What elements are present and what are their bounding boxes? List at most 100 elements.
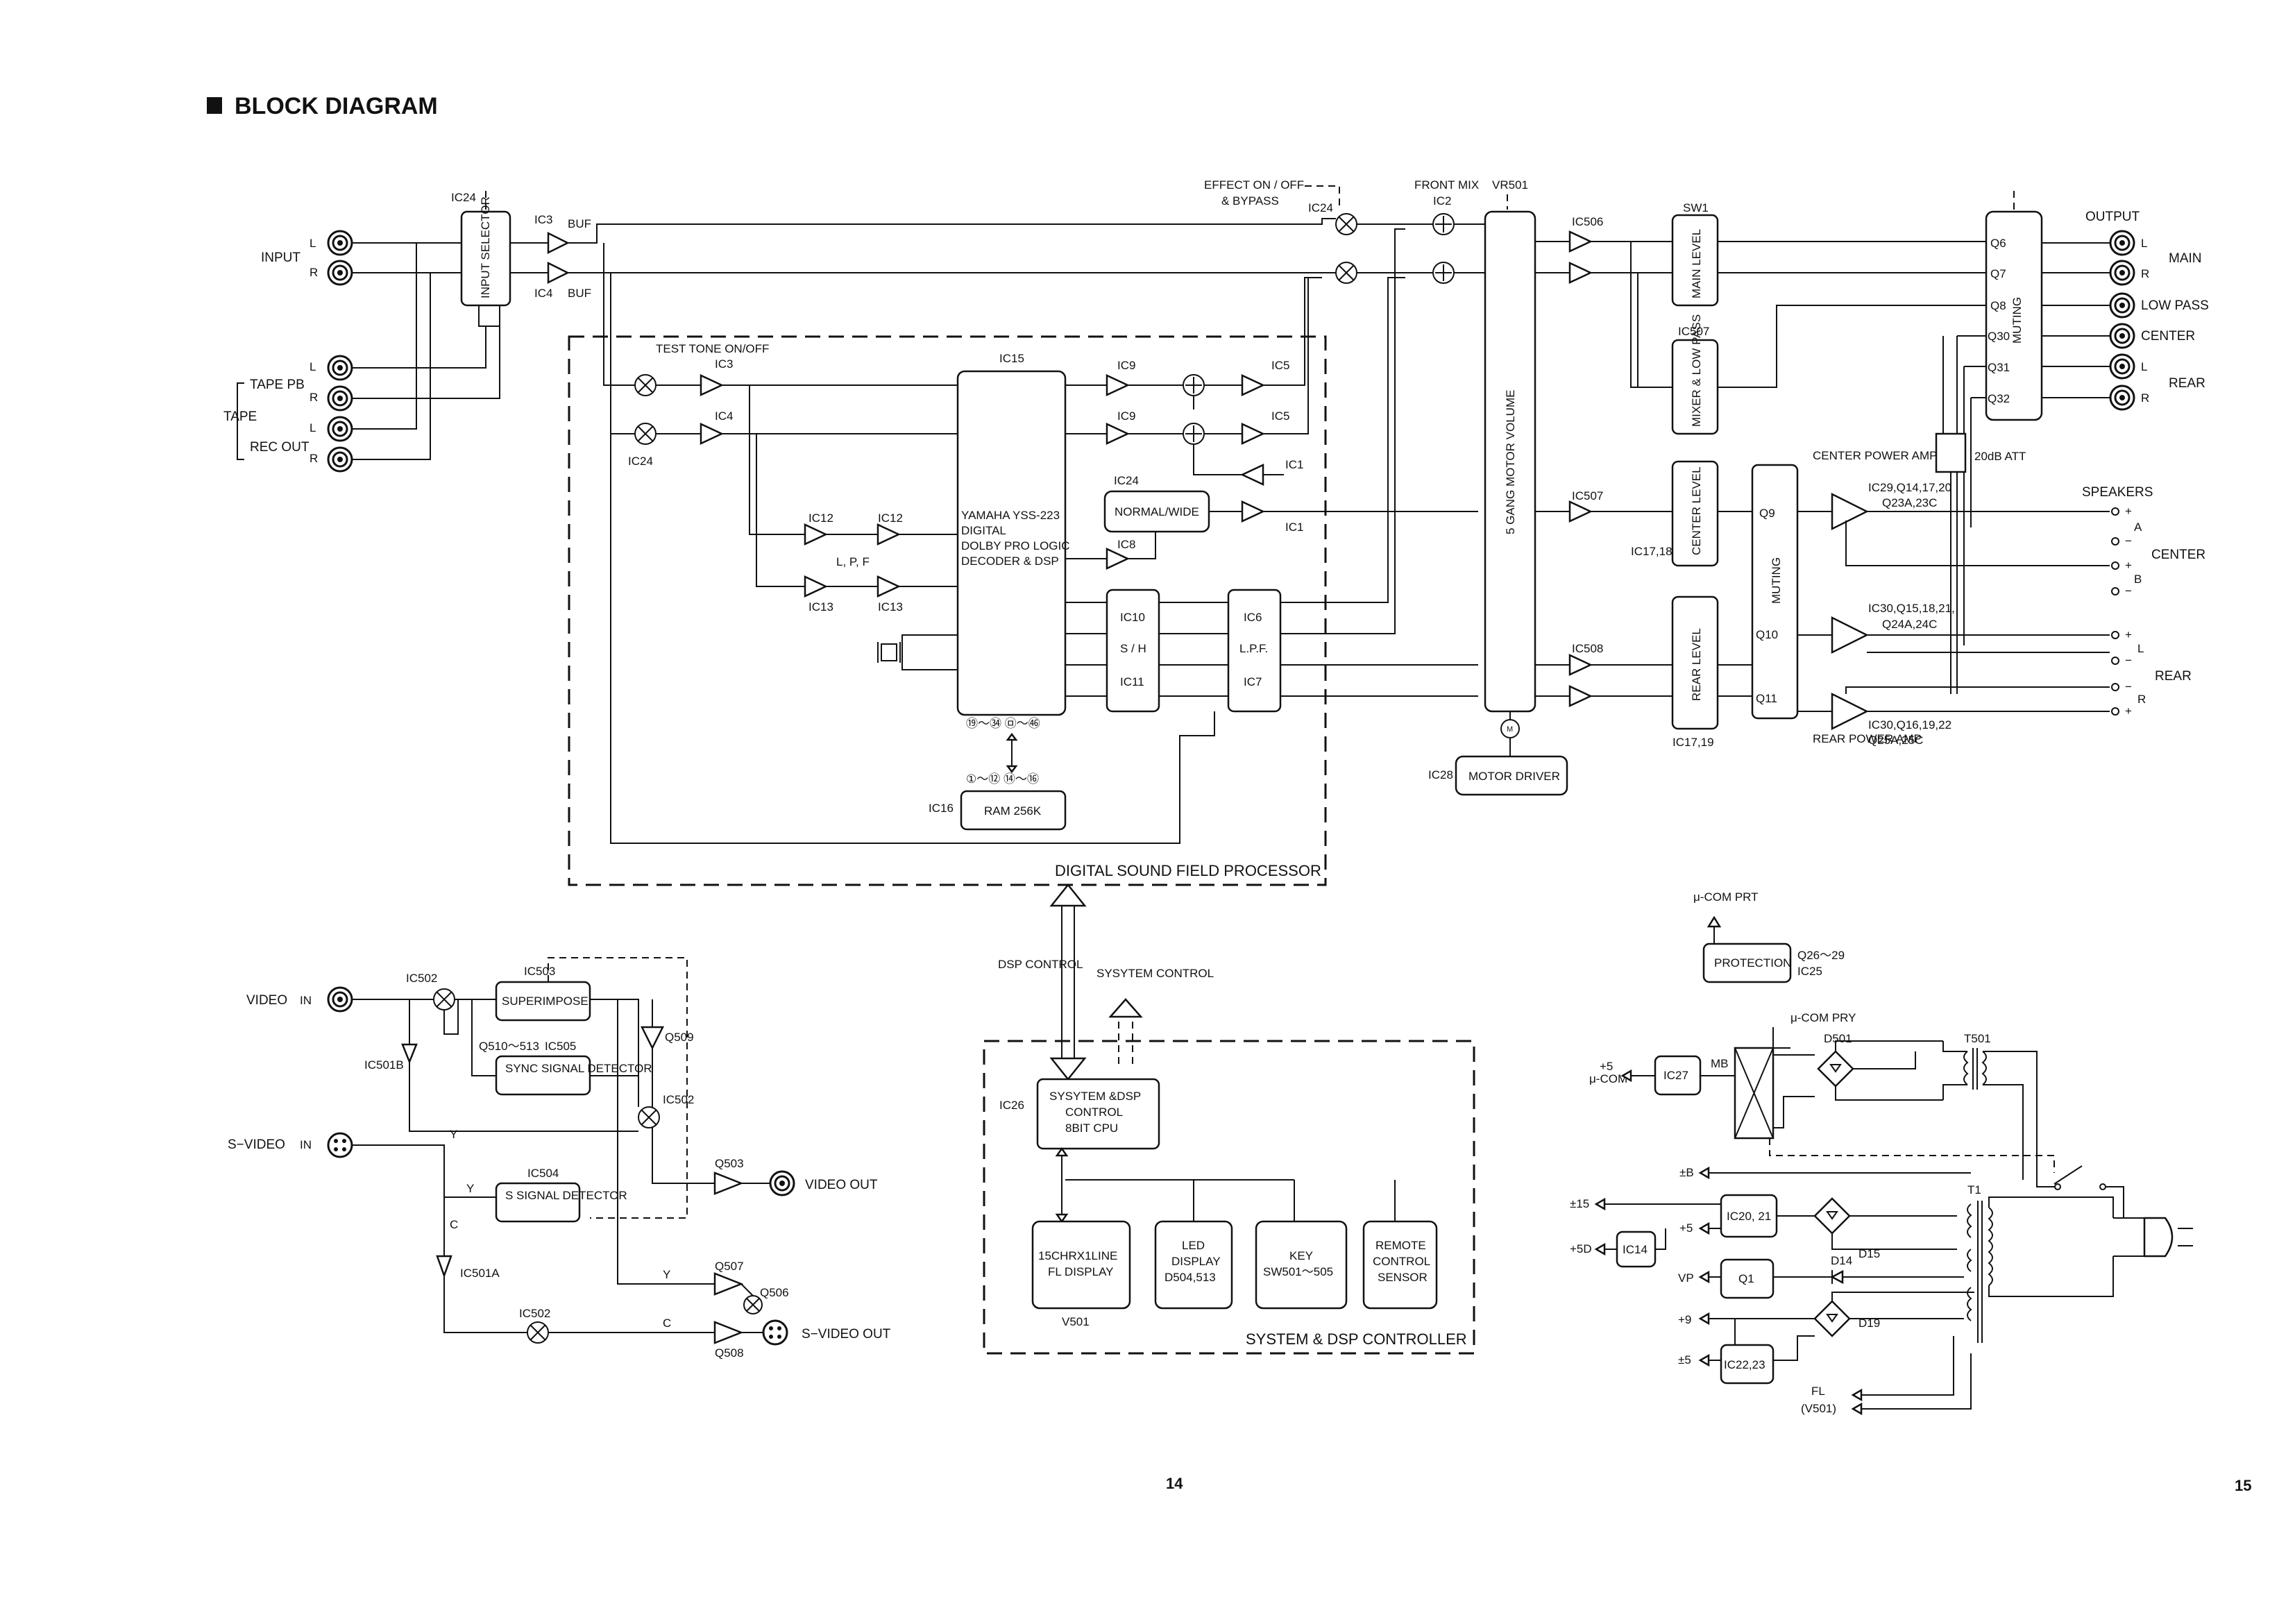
out-row-l1: L — [2141, 237, 2147, 250]
ic501a-label: IC501A — [460, 1267, 500, 1280]
pm-b-label: ±B — [1679, 1166, 1694, 1179]
rear-r-amp-parts: IC30,Q16,19,22 — [1868, 718, 1951, 731]
crystal-icon — [881, 643, 897, 661]
motor-m-label: M — [1507, 725, 1513, 734]
rear-r-power-amp — [1831, 692, 1869, 731]
decoder-line-2: DIGITAL — [961, 524, 1006, 537]
tape-label: TAPE — [223, 409, 257, 424]
muting-block-output — [1985, 210, 2043, 421]
spk-minus-3: − — [2125, 654, 2132, 667]
output-jack-low-pass — [2109, 292, 2135, 319]
att-block — [1935, 432, 1967, 473]
sample-hold-block — [1106, 589, 1160, 713]
q30-label: Q30 — [1988, 330, 2010, 343]
input-label: INPUT — [261, 251, 300, 265]
speaker-terminals — [2111, 507, 2119, 716]
diode-d14-icon — [1830, 1269, 1844, 1285]
superimpose-label: SUPERIMPOSE — [502, 995, 588, 1008]
ic14-label: IC14 — [1623, 1243, 1648, 1256]
s-video-mixer-icon — [743, 1295, 763, 1314]
video-mixer-icon-3 — [527, 1321, 549, 1344]
amp-q503 — [713, 1172, 744, 1195]
bridge-rectifier-d501-icon — [1817, 1050, 1854, 1088]
q26-label: Q26〜29 — [1797, 949, 1845, 962]
t501-label: T501 — [1964, 1032, 1991, 1045]
digital-sound-field-processor-frame — [568, 335, 1327, 886]
q11-label: Q11 — [1756, 692, 1777, 705]
ram-block — [960, 790, 1067, 831]
out-row-l2: L — [2141, 360, 2147, 373]
q506-label: Q506 — [760, 1286, 789, 1299]
remote-label-1: REMOTE — [1375, 1239, 1426, 1252]
spk-plus-2: + — [2125, 559, 2132, 572]
muting-label-power: MUTING — [1770, 557, 1783, 604]
led-label-1: LED — [1182, 1239, 1205, 1252]
amp-ic12-b — [876, 523, 901, 545]
protection-block — [1702, 942, 1792, 983]
dsp-pins-label: ⑲〜㉞ ㉤〜㊻ — [966, 717, 1040, 730]
out-row-r1: R — [2141, 267, 2149, 280]
bridge-rectifier-d15-icon — [1813, 1197, 1851, 1235]
ic3-buf-label: IC3 — [534, 213, 552, 226]
ic9-label-1: IC9 — [1117, 359, 1135, 372]
amp-ic5-a — [1241, 374, 1265, 396]
system-control-label: SYSYTEM CONTROL — [1096, 967, 1214, 980]
transformer-t1-icon — [1967, 1201, 1993, 1343]
spk-plus-1: + — [2125, 505, 2132, 518]
dsp-section-label: DIGITAL SOUND FIELD PROCESSOR — [1055, 862, 1321, 879]
ic28-label: IC28 — [1428, 768, 1453, 781]
amp-ic508-a — [1568, 654, 1593, 676]
fl-display-label-2: FL DISPLAY — [1048, 1265, 1113, 1278]
ic13-label-1: IC13 — [808, 600, 833, 614]
output-label: OUTPUT — [2085, 210, 2140, 224]
muting-block-power — [1751, 464, 1799, 720]
amp-ic1-a — [1240, 464, 1264, 486]
power-switch-icon — [2036, 1086, 2124, 1218]
mixer-ic24-icon — [634, 423, 657, 445]
ic502a-label: IC502 — [406, 972, 437, 985]
y-label-2: Y — [466, 1182, 474, 1195]
motor-volume-label: 5 GANG MOTOR VOLUME — [1504, 390, 1517, 534]
motor-driver-block — [1455, 755, 1568, 796]
amp-ic9-b — [1106, 423, 1130, 445]
s-signal-detector-label: S SIGNAL DETECTOR — [505, 1189, 627, 1202]
output-jack-main-r — [2109, 260, 2135, 286]
rec-out-jack-l — [327, 416, 353, 442]
mixer-low-pass-label: MIXER & LOW PASS — [1690, 314, 1703, 427]
ic502b-label: IC502 — [663, 1093, 694, 1106]
key-label-2: SW501〜505 — [1263, 1265, 1333, 1278]
q31-label: Q31 — [1988, 361, 2010, 374]
test-tone-label: TEST TONE ON/OFF — [656, 342, 769, 355]
ic26-label: IC26 — [999, 1099, 1024, 1112]
ucom-prt-label: μ-COM PRT — [1693, 890, 1759, 904]
d15-label: D15 — [1858, 1247, 1880, 1260]
input-selector-block — [460, 210, 511, 307]
ic4-buf-label: IC4 — [534, 287, 552, 300]
rec-out-jack-r — [327, 446, 353, 473]
ic12-label-1: IC12 — [808, 511, 833, 525]
key-block — [1255, 1220, 1348, 1310]
amp-ic13-a — [804, 575, 828, 598]
pm15-label: ±15 — [1570, 1197, 1589, 1210]
sw1-label: SW1 — [1683, 201, 1709, 214]
q1-block — [1720, 1258, 1775, 1299]
rear-l-power-amp — [1831, 616, 1869, 654]
protection-label: PROTECTION — [1714, 956, 1791, 970]
ac-plug-icon — [2113, 1217, 2193, 1258]
ic507-mixer-label: IC507 — [1678, 325, 1709, 338]
controller-section-label: SYSTEM & DSP CONTROLLER — [1246, 1330, 1467, 1348]
q7-label: Q7 — [1990, 267, 2006, 280]
tape-l1-label: L — [310, 360, 316, 373]
page-number-right: 15 — [2235, 1477, 2251, 1494]
ic6-label: IC6 — [1244, 611, 1262, 624]
tape-l2-label: L — [310, 421, 316, 434]
ic24-nw-label: IC24 — [1114, 474, 1139, 487]
ram-pins-label: ①〜⑫ ⑭〜⑯ — [966, 772, 1039, 786]
main-level-block — [1671, 214, 1719, 307]
main-level-label: MAIN LEVEL — [1690, 229, 1703, 298]
ic3-dsp-label: IC3 — [715, 357, 733, 371]
video-in-jack — [327, 986, 353, 1013]
ic12-label-2: IC12 — [878, 511, 903, 525]
v501-label: V501 — [1062, 1315, 1090, 1328]
